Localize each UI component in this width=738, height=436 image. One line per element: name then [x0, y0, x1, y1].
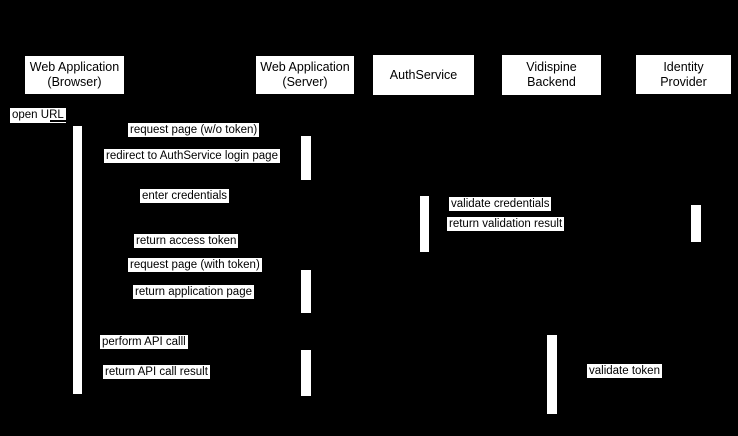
actor-box-vidispine-backend: Vidispine Backend [502, 55, 601, 95]
message-label-validate-token: validate token [587, 364, 662, 378]
activation-bar-server-1 [301, 136, 311, 180]
actor-box-identity-provider: Identity Provider [636, 55, 731, 94]
message-label-validate-credentials: validate credentials [449, 197, 552, 211]
arrow-line-fragment [50, 120, 71, 122]
message-label-request-page-wo-token: request page (w/o token) [128, 123, 260, 137]
message-label-redirect-to-authservice-login-page: redirect to AuthService login page [104, 149, 280, 163]
message-label-return-access-token: return access token [134, 234, 239, 248]
activation-bar-server-3 [301, 350, 311, 396]
activation-bar-server-2 [301, 270, 311, 313]
message-label-open-url: open URL [10, 108, 66, 123]
message-label-return-api-call-result: return API call result [103, 365, 210, 379]
actor-box-web-application-browser: Web Application (Browser) [25, 56, 124, 94]
message-label-return-application-page: return application page [133, 285, 254, 299]
message-label-return-validation-result: return validation result [447, 217, 565, 231]
message-label-perform-api-call: perform API calll [100, 335, 188, 349]
actor-box-web-application-server: Web Application (Server) [256, 56, 354, 94]
actor-box-authservice: AuthService [373, 55, 474, 95]
activation-bar-browser [73, 126, 82, 394]
activation-bar-vidispine [547, 335, 557, 414]
message-label-enter-credentials: enter credentials [140, 189, 230, 203]
activation-bar-authservice [420, 196, 429, 252]
message-label-request-page-with-token: request page (with token) [128, 258, 262, 272]
activation-bar-identity-provider [691, 205, 701, 242]
